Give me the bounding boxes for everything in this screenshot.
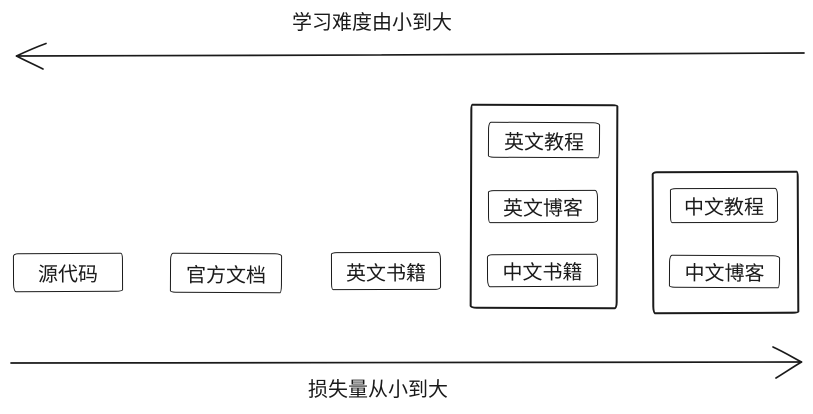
node-english-tutorials-label: 英文教程 bbox=[503, 131, 585, 154]
node-english-tutorials: 英文教程 bbox=[487, 121, 601, 159]
left-arrow bbox=[15, 42, 805, 70]
top-axis-label: 学习难度由小到大 bbox=[292, 12, 452, 34]
node-chinese-books: 中文书籍 bbox=[486, 253, 599, 288]
node-chinese-blogs-label: 中文博客 bbox=[684, 262, 765, 286]
node-chinese-tutorials: 中文教程 bbox=[669, 187, 779, 224]
bottom-axis-label: 损失量从小到大 bbox=[308, 379, 448, 401]
node-chinese-blogs: 中文博客 bbox=[668, 254, 781, 289]
node-chinese-tutorials-label: 中文教程 bbox=[683, 196, 765, 220]
right-arrow bbox=[10, 346, 803, 379]
node-source-code: 源代码 bbox=[12, 252, 124, 293]
node-official-docs-label: 官方文档 bbox=[185, 264, 267, 287]
node-english-books: 英文书籍 bbox=[330, 251, 442, 291]
node-chinese-books-label: 中文书籍 bbox=[502, 261, 583, 285]
node-english-books-label: 英文书籍 bbox=[345, 262, 427, 285]
node-english-blogs: 英文博客 bbox=[487, 189, 599, 224]
node-english-blogs-label: 英文博客 bbox=[502, 197, 584, 221]
node-source-code-label: 源代码 bbox=[37, 263, 99, 287]
node-official-docs: 官方文档 bbox=[169, 252, 283, 294]
